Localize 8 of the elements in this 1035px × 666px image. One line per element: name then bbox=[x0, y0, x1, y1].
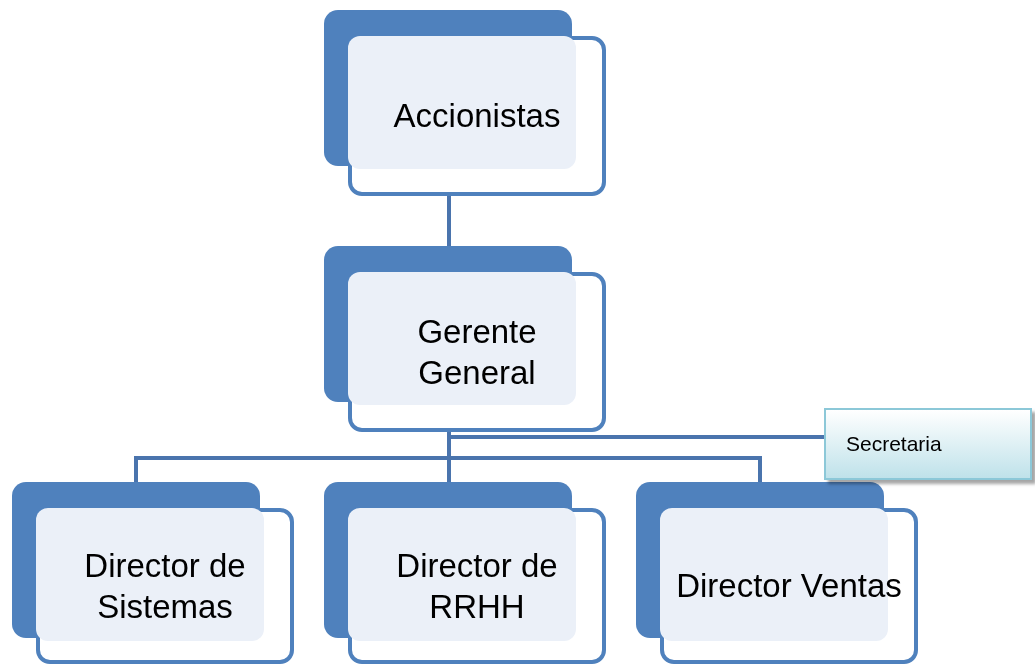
connector-line bbox=[447, 432, 824, 439]
node-label: Accionistas bbox=[393, 96, 561, 137]
note-box: Secretaria bbox=[824, 408, 1032, 480]
node-label: Director de RRHH bbox=[395, 545, 559, 627]
connector-line bbox=[447, 196, 451, 246]
node-label: Director Ventas bbox=[676, 566, 902, 607]
node-label: Director de Sistemas bbox=[83, 545, 247, 627]
node-label: Gerente General bbox=[416, 311, 538, 393]
